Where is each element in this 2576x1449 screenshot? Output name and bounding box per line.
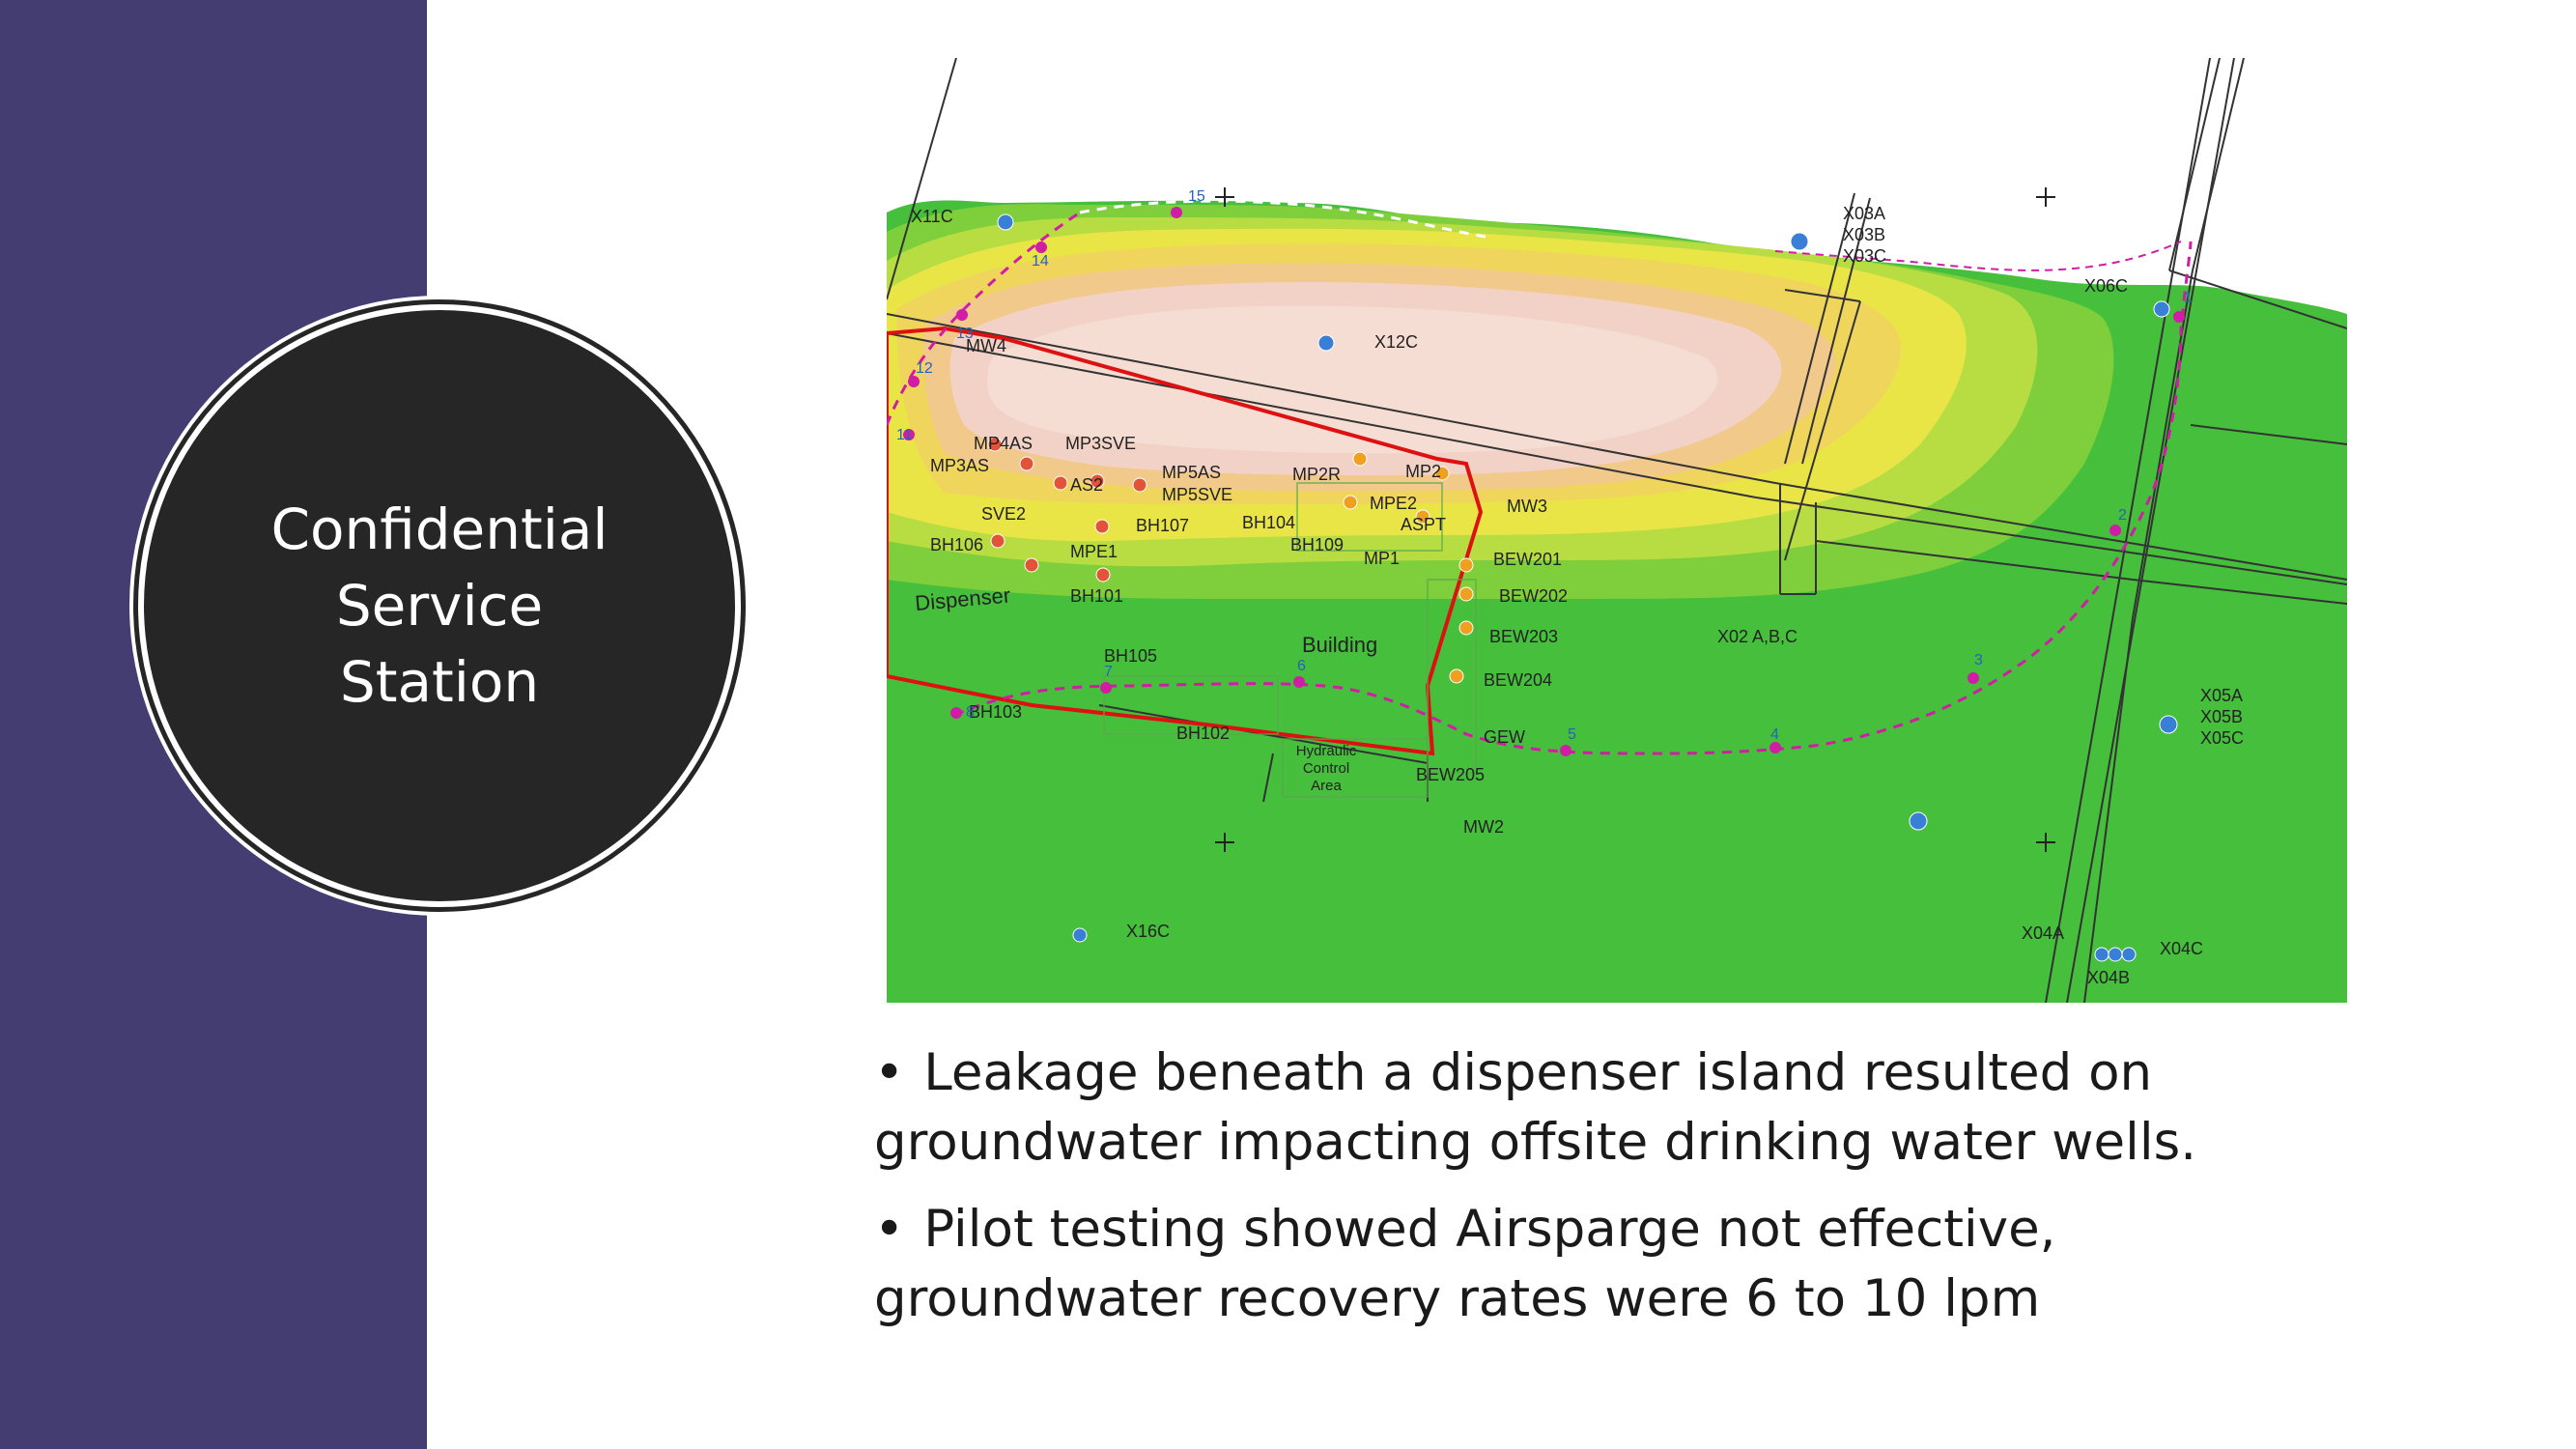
- svg-text:X12C: X12C: [1374, 332, 1418, 352]
- svg-text:MP5AS: MP5AS: [1162, 463, 1221, 482]
- svg-text:X05C: X05C: [2200, 728, 2244, 748]
- svg-text:MP2: MP2: [1405, 462, 1441, 481]
- site-plume-map: Dispenser Building HydraulicControlArea …: [887, 58, 2347, 1003]
- svg-text:4: 4: [1770, 726, 1779, 743]
- bullet-text: Leakage beneath a dispenser island resul…: [874, 1043, 2197, 1172]
- svg-text:BH106: BH106: [930, 535, 983, 554]
- svg-text:MP1: MP1: [1364, 549, 1400, 568]
- area-label-building: Building: [1302, 633, 1377, 657]
- svg-text:3: 3: [1974, 652, 1983, 668]
- svg-text:MP2R: MP2R: [1292, 465, 1341, 484]
- svg-text:X11C: X11C: [911, 207, 953, 226]
- svg-text:BEW204: BEW204: [1484, 670, 1552, 690]
- svg-text:2: 2: [2118, 507, 2127, 524]
- svg-text:BH109: BH109: [1290, 535, 1344, 554]
- svg-text:BH103: BH103: [969, 702, 1022, 722]
- bullet-list: •Leakage beneath a dispenser island resu…: [874, 1038, 2275, 1351]
- title-circle-ring: [133, 299, 746, 912]
- svg-text:X05A: X05A: [2200, 686, 2243, 705]
- svg-text:X04C: X04C: [2160, 939, 2203, 958]
- svg-text:MW4: MW4: [966, 336, 1006, 355]
- svg-text:8: 8: [966, 704, 975, 721]
- svg-text:BH107: BH107: [1136, 516, 1189, 535]
- svg-text:GEW: GEW: [1484, 727, 1525, 747]
- svg-text:BH105: BH105: [1104, 646, 1157, 666]
- svg-text:MP3SVE: MP3SVE: [1065, 434, 1136, 453]
- svg-text:MPE1: MPE1: [1070, 542, 1118, 561]
- svg-text:X16C: X16C: [1126, 922, 1170, 941]
- svg-text:X04B: X04B: [2087, 968, 2130, 987]
- svg-text:MP5SVE: MP5SVE: [1162, 485, 1232, 504]
- svg-text:12: 12: [916, 360, 933, 377]
- svg-text:BH101: BH101: [1070, 586, 1123, 606]
- bullet-marker: •: [874, 1200, 905, 1259]
- bullet-item: •Leakage beneath a dispenser island resu…: [874, 1038, 2275, 1178]
- svg-text:BEW203: BEW203: [1489, 627, 1558, 646]
- svg-text:X05B: X05B: [2200, 707, 2243, 726]
- svg-text:15: 15: [1188, 188, 1205, 205]
- svg-text:ASPT: ASPT: [1401, 515, 1446, 534]
- svg-text:MW3: MW3: [1507, 497, 1547, 516]
- svg-text:13: 13: [956, 326, 974, 342]
- bullet-text: Pilot testing showed Airsparge not effec…: [874, 1200, 2056, 1328]
- svg-text:BH104: BH104: [1242, 513, 1295, 532]
- title-circle: [144, 310, 735, 901]
- svg-text:7: 7: [1104, 664, 1113, 680]
- slide-title: Confidential Service Station: [270, 496, 609, 715]
- svg-text:MP4AS: MP4AS: [974, 434, 1033, 453]
- bullet-marker: •: [874, 1043, 905, 1102]
- svg-text:X04A: X04A: [2022, 923, 2064, 943]
- bullet-item: •Pilot testing showed Airsparge not effe…: [874, 1195, 2275, 1334]
- svg-text:1: 1: [2184, 290, 2193, 306]
- svg-text:X06C: X06C: [2084, 276, 2128, 296]
- svg-text:AS2: AS2: [1070, 475, 1103, 495]
- svg-text:BH102: BH102: [1176, 724, 1230, 743]
- svg-text:X02 A,B,C: X02 A,B,C: [1717, 627, 1798, 646]
- svg-text:X03B: X03B: [1843, 225, 1885, 244]
- svg-text:MW2: MW2: [1463, 817, 1504, 837]
- svg-text:6: 6: [1297, 658, 1306, 674]
- svg-text:14: 14: [1032, 253, 1049, 270]
- svg-text:SVE2: SVE2: [981, 504, 1026, 524]
- svg-text:MP3AS: MP3AS: [930, 456, 989, 475]
- svg-text:X03C: X03C: [1843, 246, 1886, 266]
- svg-text:BEW201: BEW201: [1493, 550, 1562, 569]
- svg-text:X03A: X03A: [1843, 204, 1885, 223]
- svg-text:5: 5: [1568, 726, 1576, 743]
- svg-text:11: 11: [896, 427, 913, 443]
- svg-text:BEW202: BEW202: [1499, 586, 1568, 606]
- svg-text:BEW205: BEW205: [1416, 765, 1485, 784]
- svg-text:MPE2: MPE2: [1370, 494, 1417, 513]
